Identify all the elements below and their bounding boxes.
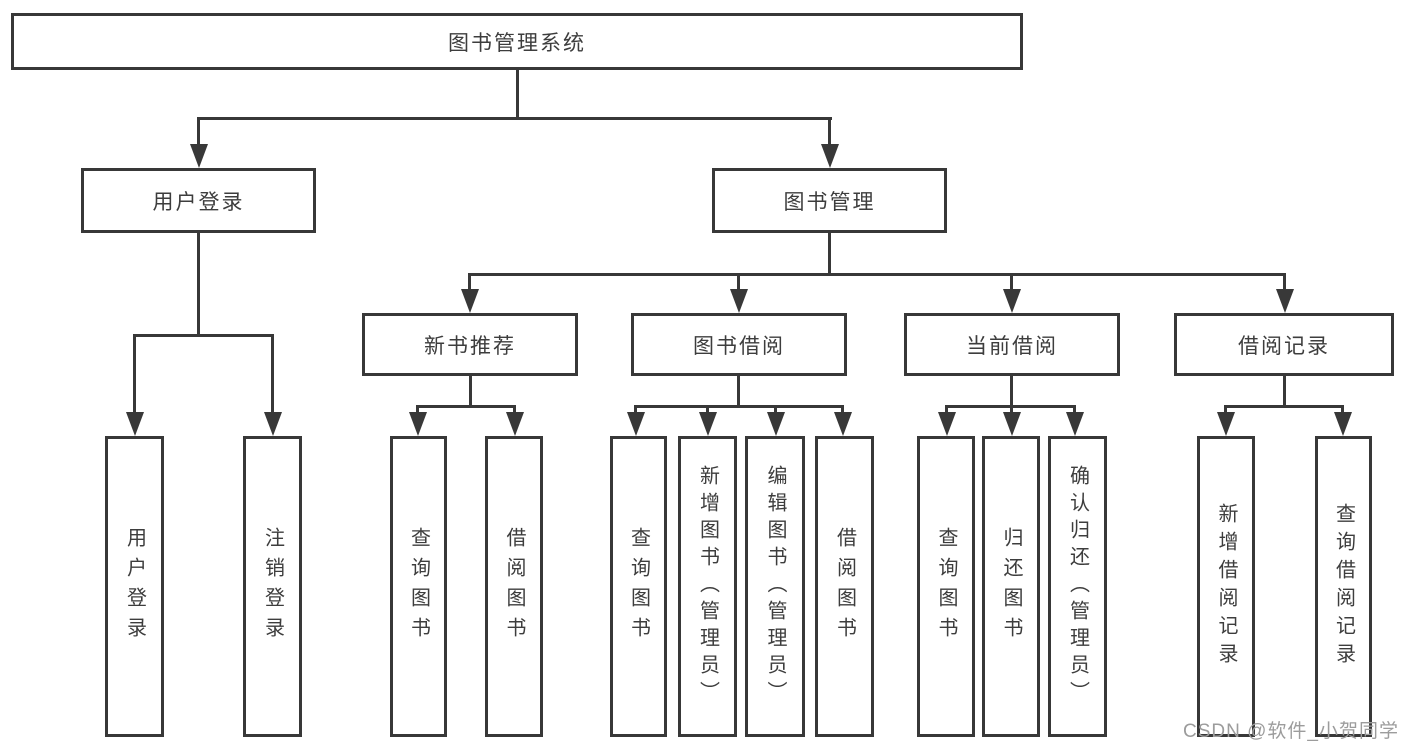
arrow-to-br-add bbox=[1217, 412, 1235, 436]
node-current-borrow-label: 当前借阅 bbox=[966, 334, 1058, 358]
arrow-to-new-book bbox=[461, 289, 479, 313]
connector-drop-nb-borrow bbox=[513, 405, 516, 415]
arrow-to-user-login bbox=[190, 144, 208, 168]
node-new-book-recommend-label: 新书推荐 bbox=[424, 334, 516, 358]
node-book-borrow: 图书借阅 bbox=[631, 313, 847, 376]
csdn-watermark: CSDN @软件_小贺同学 bbox=[1183, 721, 1399, 742]
connector-drop-book-mgmt bbox=[828, 117, 831, 147]
connector-new-book-stem bbox=[469, 376, 472, 408]
connector-drop-book-borrow bbox=[737, 273, 740, 291]
connector-drop-bb-edit bbox=[774, 405, 777, 415]
connector-drop-borrow-records bbox=[1283, 273, 1286, 291]
connector-drop-new-book bbox=[468, 273, 471, 291]
arrow-to-cb-confirm bbox=[1066, 412, 1084, 436]
node-borrow-records: 借阅记录 bbox=[1174, 313, 1394, 376]
node-new-book-recommend: 新书推荐 bbox=[362, 313, 578, 376]
leaf-cb-return-books: 归还图书 bbox=[982, 436, 1040, 737]
leaf-br-add-record-label: 新增借阅记录 bbox=[1215, 502, 1237, 671]
arrow-to-leaf-login bbox=[126, 412, 144, 436]
connector-drop-br-add bbox=[1224, 405, 1227, 415]
leaf-cb-query-books: 查询图书 bbox=[917, 436, 975, 737]
connector-drop-user-login bbox=[197, 117, 200, 147]
connector-book-mgmt-stem bbox=[828, 233, 831, 276]
arrow-to-bb-borrow bbox=[834, 412, 852, 436]
node-root: 图书管理系统 bbox=[11, 13, 1023, 70]
connector-user-login-stem bbox=[197, 233, 200, 337]
connector-borrow-records-rail bbox=[1224, 405, 1344, 408]
leaf-nb-borrow-books-label: 借阅图书 bbox=[503, 526, 525, 647]
leaf-bb-query-books-label: 查询图书 bbox=[627, 526, 650, 647]
arrow-to-bb-query bbox=[627, 412, 645, 436]
leaf-bb-borrow-books: 借阅图书 bbox=[815, 436, 874, 737]
leaf-user-login: 用户登录 bbox=[105, 436, 164, 737]
connector-drop-cb-return bbox=[1010, 405, 1013, 415]
leaf-bb-edit-books-admin-label: 编辑图书（管理员） bbox=[764, 465, 786, 708]
connector-drop-br-query bbox=[1341, 405, 1344, 415]
arrow-to-book-borrow bbox=[730, 289, 748, 313]
leaf-br-add-record: 新增借阅记录 bbox=[1197, 436, 1255, 737]
node-user-login: 用户登录 bbox=[81, 168, 316, 233]
node-borrow-records-label: 借阅记录 bbox=[1238, 334, 1330, 358]
connector-drop-leaf-login bbox=[133, 334, 136, 416]
arrow-to-borrow-records bbox=[1276, 289, 1294, 313]
connector-book-borrow-stem bbox=[737, 376, 740, 408]
leaf-nb-borrow-books: 借阅图书 bbox=[485, 436, 543, 737]
connector-drop-bb-add bbox=[706, 405, 709, 415]
connector-current-borrow-stem bbox=[1010, 376, 1013, 408]
arrow-to-nb-borrow bbox=[506, 412, 524, 436]
node-current-borrow: 当前借阅 bbox=[904, 313, 1120, 376]
leaf-nb-query-books-label: 查询图书 bbox=[407, 526, 430, 647]
connector-drop-bb-query bbox=[634, 405, 637, 415]
connector-user-login-rail bbox=[133, 334, 274, 337]
leaf-bb-edit-books-admin: 编辑图书（管理员） bbox=[745, 436, 805, 737]
arrow-to-book-mgmt bbox=[821, 144, 839, 168]
leaf-bb-query-books: 查询图书 bbox=[610, 436, 667, 737]
connector-drop-nb-query bbox=[416, 405, 419, 415]
leaf-user-login-label: 用户登录 bbox=[123, 526, 146, 647]
node-root-label: 图书管理系统 bbox=[448, 31, 586, 55]
leaf-br-query-record: 查询借阅记录 bbox=[1315, 436, 1372, 737]
node-user-login-label: 用户登录 bbox=[152, 190, 245, 214]
arrow-to-bb-edit bbox=[767, 412, 785, 436]
leaf-nb-query-books: 查询图书 bbox=[390, 436, 447, 737]
connector-drop-cb-query bbox=[945, 405, 948, 415]
connector-level3-rail bbox=[468, 273, 1286, 276]
leaf-cb-confirm-return-admin-label: 确认归还（管理员） bbox=[1066, 465, 1089, 708]
leaf-cb-return-books-label: 归还图书 bbox=[1000, 526, 1022, 647]
leaf-bb-borrow-books-label: 借阅图书 bbox=[833, 526, 856, 647]
arrow-to-cb-query bbox=[938, 412, 956, 436]
arrow-to-nb-query bbox=[409, 412, 427, 436]
node-book-borrow-label: 图书借阅 bbox=[693, 334, 785, 358]
leaf-logout-label: 注销登录 bbox=[261, 526, 284, 647]
leaf-bb-add-books-admin: 新增图书（管理员） bbox=[678, 436, 737, 737]
node-book-management: 图书管理 bbox=[712, 168, 947, 233]
arrow-to-cb-return bbox=[1003, 412, 1021, 436]
connector-borrow-records-stem bbox=[1283, 376, 1286, 408]
connector-drop-bb-borrow bbox=[841, 405, 844, 415]
arrow-to-current-borrow bbox=[1003, 289, 1021, 313]
connector-new-book-rail bbox=[416, 405, 516, 408]
arrow-to-leaf-logout bbox=[264, 412, 282, 436]
connector-root-stem bbox=[516, 70, 519, 118]
leaf-cb-query-books-label: 查询图书 bbox=[935, 526, 957, 647]
arrow-to-bb-add bbox=[699, 412, 717, 436]
connector-drop-leaf-logout bbox=[271, 334, 274, 416]
node-book-management-label: 图书管理 bbox=[783, 190, 876, 214]
arrow-to-br-query bbox=[1334, 412, 1352, 436]
connector-book-borrow-rail bbox=[634, 405, 844, 408]
leaf-bb-add-books-admin-label: 新增图书（管理员） bbox=[696, 465, 719, 708]
leaf-logout: 注销登录 bbox=[243, 436, 302, 737]
connector-drop-cb-confirm bbox=[1073, 405, 1076, 415]
leaf-cb-confirm-return-admin: 确认归还（管理员） bbox=[1048, 436, 1107, 737]
connector-drop-current-borrow bbox=[1010, 273, 1013, 291]
leaf-br-query-record-label: 查询借阅记录 bbox=[1332, 502, 1355, 671]
connector-level2-rail bbox=[197, 117, 832, 120]
